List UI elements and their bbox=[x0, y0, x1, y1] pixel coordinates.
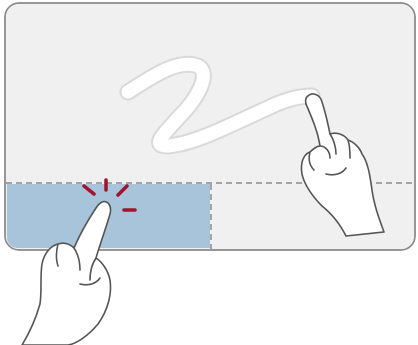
touchpad-border bbox=[4, 2, 416, 251]
tap-burst-icon bbox=[82, 178, 137, 212]
swipe-trail bbox=[119, 55, 321, 155]
finger-swipe-icon bbox=[300, 93, 385, 237]
finger-tap-icon bbox=[21, 200, 112, 345]
